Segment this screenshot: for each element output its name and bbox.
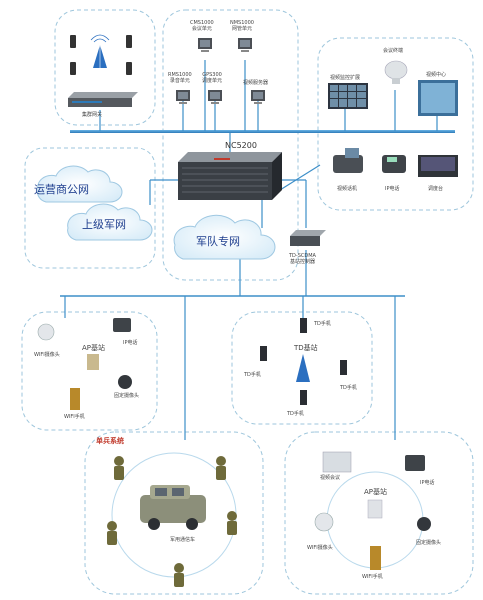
- cluster-phones-icons: [70, 35, 132, 75]
- ap-right-antenna-icon: [367, 499, 383, 519]
- ap-left-antenna-icon: [87, 354, 99, 370]
- zone-top-left: [54, 9, 156, 126]
- label-dispatch-console: 调度台: [428, 186, 444, 192]
- label-ap-left: AP基站: [82, 344, 106, 352]
- label-military-vehicle: 军用通信车: [170, 537, 196, 543]
- cluster-tower-icon: [90, 34, 110, 68]
- label-video-server: 视频服务器: [243, 80, 269, 86]
- label-td-phone-bottom: TD手机: [287, 411, 304, 417]
- label-td-phone-right: TD手机: [340, 385, 357, 391]
- label-cms: CMS1000 会议单元: [190, 20, 214, 32]
- label-wifi-phone-right: WIFI手机: [362, 574, 383, 580]
- label-military-net: 军队专网: [196, 235, 240, 248]
- ap-right-icons: [314, 451, 431, 570]
- label-superior-net: 上级军网: [82, 218, 126, 231]
- td-tower-icon: [296, 354, 310, 382]
- label-nms: NMS1000 网管单元: [230, 20, 254, 32]
- video-phone-icon: [333, 148, 363, 173]
- ip-phone-right-icon: [405, 455, 425, 471]
- video-conf-icon: [322, 451, 352, 473]
- label-td-phone-left: TD手机: [244, 372, 261, 378]
- fixed-camera-right-icon: [417, 517, 431, 531]
- label-carrier-net: 运营商公网: [34, 183, 89, 196]
- soldier-icon-5: [174, 563, 184, 587]
- fixed-camera-left-icon: [118, 375, 132, 389]
- td-zone-icons: [260, 318, 347, 405]
- carrier-cloud-icon: [37, 165, 123, 203]
- soldier-icon-2: [216, 456, 226, 480]
- label-conf-terminal: 会议终端: [383, 48, 404, 54]
- wifi-camera-right-icon: [314, 512, 334, 532]
- ip-phone-left-icon: [113, 318, 131, 332]
- zone-ap-right: [284, 431, 474, 595]
- nc5200-icon: [178, 152, 282, 200]
- video-monitor-wall-icon: [328, 83, 368, 109]
- ap-left-icons: [37, 318, 132, 410]
- zone-clouds: [24, 147, 156, 269]
- label-video-conf: 视频会议: [320, 475, 341, 481]
- td-controller-icon: [290, 230, 326, 246]
- superior-cloud-icon: [67, 203, 153, 241]
- label-wifi-phone-left: WIFI手机: [64, 414, 85, 420]
- label-fixed-camera-left: 固定摄像头: [114, 393, 140, 399]
- zone-cms: [162, 9, 299, 281]
- label-ap-right: AP基站: [364, 488, 388, 496]
- military-cloud-icon: [173, 214, 276, 260]
- label-nc5200: NC5200: [225, 141, 257, 150]
- td-phone-top-icon: [300, 318, 307, 333]
- wifi-camera-left-icon: [37, 323, 55, 341]
- label-td-phone-top: TD手机: [314, 321, 331, 327]
- military-vehicle-icon: [140, 485, 206, 530]
- zone-borders: [21, 9, 474, 595]
- zone-ap-left: [21, 311, 158, 431]
- label-gateway: 集群网关: [82, 112, 103, 118]
- zone-soldier: [84, 431, 264, 595]
- td-phone-left-icon: [260, 346, 267, 361]
- soldier-icon-1: [114, 456, 124, 480]
- td-phone-right-icon: [340, 360, 347, 375]
- ip-phone-top-icon: [382, 155, 406, 173]
- label-video-monitor: 视频监控扩展: [330, 75, 361, 81]
- label-wifi-camera-right: WIFI摄像头: [307, 545, 333, 551]
- wifi-phone-right-icon: [370, 546, 381, 570]
- label-fixed-camera-right: 固定摄像头: [416, 540, 442, 546]
- label-td-base: TD基站: [294, 344, 318, 352]
- backbone-bus: [70, 130, 455, 133]
- wifi-phone-left-icon: [70, 388, 80, 410]
- soldier-icons: [107, 456, 237, 587]
- workstations-icons: [176, 38, 265, 104]
- zone-td: [231, 311, 373, 425]
- soldier-icon-4: [227, 511, 237, 535]
- label-rms: RMS1000 录音单元: [168, 72, 192, 84]
- conference-terminal-icon: [384, 60, 408, 84]
- label-soldier-system: 单兵系统: [96, 437, 124, 445]
- label-video-phone: 视频话机: [337, 186, 358, 192]
- label-td-controller: TD-SCDMA 基站控制器: [289, 253, 316, 265]
- label-gps: GPS300 调度单元: [202, 72, 223, 84]
- soldier-icon-3: [107, 521, 117, 545]
- dispatch-console-icon: [418, 155, 458, 177]
- gateway-icon: [68, 92, 138, 107]
- label-ip-phone-left: IP电话: [123, 340, 138, 346]
- label-wifi-camera-left: WIFI摄像头: [34, 352, 60, 358]
- label-ip-phone-right: IP电话: [420, 480, 435, 486]
- label-ip-phone-top: IP电话: [385, 186, 400, 192]
- label-video-center: 视频中心: [426, 72, 447, 78]
- video-center-screen-icon: [418, 80, 458, 116]
- td-phone-bottom-icon: [300, 390, 307, 405]
